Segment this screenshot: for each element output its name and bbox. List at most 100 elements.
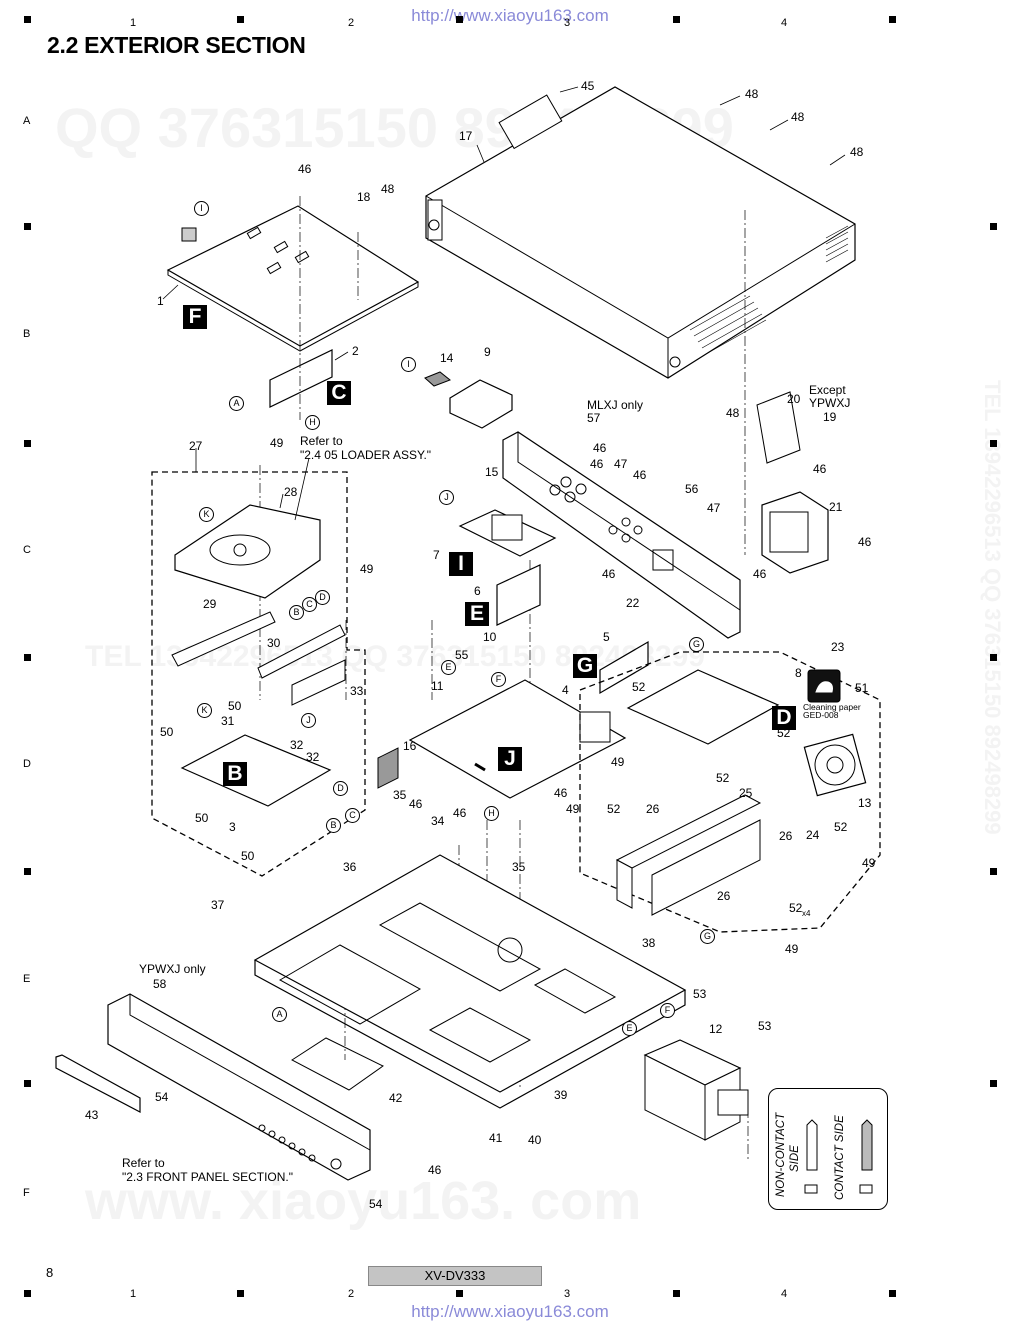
- grid-mark: [990, 223, 997, 230]
- x4-qualifier: x4: [802, 909, 811, 918]
- grid-mark: [24, 868, 31, 875]
- part-label: 51: [855, 681, 869, 695]
- page-title: 2.2 EXTERIOR SECTION: [47, 32, 306, 58]
- part-label: 46: [753, 567, 767, 581]
- part-label: 22: [626, 596, 640, 610]
- cleaning-paper-note: GED-008: [803, 710, 839, 720]
- bracket-29: [171, 611, 276, 667]
- part-label: 49: [270, 436, 284, 450]
- part-label: 47: [707, 501, 721, 515]
- contact-side-legend: [768, 1088, 888, 1210]
- part-label: 11: [431, 679, 444, 693]
- part-label: 26: [779, 829, 793, 843]
- connector-marker-e: E: [441, 660, 456, 675]
- board-letter-e: E: [465, 602, 489, 626]
- part-label: 20: [787, 392, 801, 406]
- loader-reference-note: Refer to: [300, 434, 343, 448]
- chassis: [253, 854, 687, 1109]
- part-label: 26: [646, 802, 660, 816]
- connector-marker-e: E: [622, 1021, 637, 1036]
- connector-marker-a: A: [272, 1007, 287, 1022]
- connector-marker-k: K: [199, 507, 214, 522]
- part-label: 29: [203, 597, 217, 611]
- board-c: [269, 349, 333, 408]
- row-letter: A: [23, 115, 31, 127]
- part-label: 49: [611, 755, 625, 769]
- loader-assy-box: [151, 471, 366, 877]
- except-note: YPWXJ: [809, 396, 851, 410]
- part-label: 43: [85, 1108, 99, 1122]
- rear-panel: [502, 431, 741, 639]
- board-f: [166, 205, 420, 352]
- connector-marker-h: H: [305, 415, 320, 430]
- legend-non-contact-label: NON-CONTACT: [775, 1112, 787, 1197]
- part-label: 52: [789, 901, 803, 915]
- part-label: 32: [306, 750, 320, 764]
- row-letter: E: [23, 973, 31, 985]
- board-letter-c: C: [327, 381, 351, 405]
- front-panel: [107, 993, 371, 1181]
- connector-marker-i: I: [194, 201, 209, 216]
- part-label: 48: [381, 182, 395, 196]
- grid-mark: [990, 654, 997, 661]
- row-letter: C: [23, 544, 31, 556]
- part-label: 52: [632, 680, 646, 694]
- part-label: 50: [195, 811, 209, 825]
- part-label: 18: [357, 190, 371, 204]
- front-panel-reference-note: Refer to: [122, 1156, 165, 1170]
- part-label: 32: [290, 738, 304, 752]
- part-label: 30: [267, 636, 281, 650]
- part-label: 1: [157, 294, 164, 308]
- part-label: 50: [228, 699, 242, 713]
- grid-mark: [237, 1290, 244, 1297]
- part-label: 5: [603, 630, 610, 644]
- module-9: [449, 379, 513, 429]
- connector-marker-j: J: [439, 490, 454, 505]
- column-number: 1: [130, 1288, 137, 1300]
- part-label: 45: [581, 79, 595, 93]
- part-label: 49: [862, 856, 876, 870]
- grid-mark: [990, 1080, 997, 1087]
- cleaning-paper-note: Cleaning paper: [803, 702, 861, 712]
- part-label: 24: [806, 828, 820, 842]
- part-label: 52: [777, 726, 791, 740]
- board-j: [408, 679, 627, 799]
- grid-mark: [990, 440, 997, 447]
- part-label: 50: [160, 725, 174, 739]
- part-label: 50: [241, 849, 255, 863]
- grid-mark: [673, 16, 680, 23]
- heatsink-25: [615, 794, 762, 916]
- column-number: 2: [348, 17, 355, 29]
- model-badge: XV-DV333: [368, 1266, 542, 1286]
- board-letter-j: J: [498, 747, 522, 771]
- connector-marker-k: K: [197, 703, 212, 718]
- board-b: [180, 734, 332, 807]
- connector-marker-a: A: [229, 396, 244, 411]
- grid-mark: [673, 1290, 680, 1297]
- bracket-21: [761, 491, 829, 574]
- column-number: 3: [564, 17, 571, 29]
- part-label: 49: [360, 562, 374, 576]
- footer-watermark-url[interactable]: http://www.xiaoyu163.com: [411, 1302, 609, 1321]
- column-number: 1: [130, 17, 137, 29]
- loader-mechanism: [174, 504, 321, 599]
- part-label: 23: [831, 640, 845, 654]
- part-label: 9: [484, 345, 491, 359]
- part-label: 14: [440, 351, 454, 365]
- front-door-43: [55, 1054, 141, 1113]
- part-16: [377, 747, 399, 789]
- power-transformer: [643, 1039, 749, 1141]
- part-label: 10: [483, 630, 497, 644]
- sheet-42: [291, 1037, 384, 1091]
- board-g: [599, 640, 649, 695]
- grid-mark: [24, 223, 31, 230]
- board-letter-d: D: [772, 706, 796, 730]
- grid-mark: [456, 1290, 463, 1297]
- part-label: 21: [829, 500, 843, 514]
- leader-lines: [162, 86, 846, 521]
- fan-13: [803, 733, 867, 797]
- part-label: 8: [795, 666, 802, 680]
- connector-marker-g: G: [700, 929, 715, 944]
- part-label: 52: [716, 771, 730, 785]
